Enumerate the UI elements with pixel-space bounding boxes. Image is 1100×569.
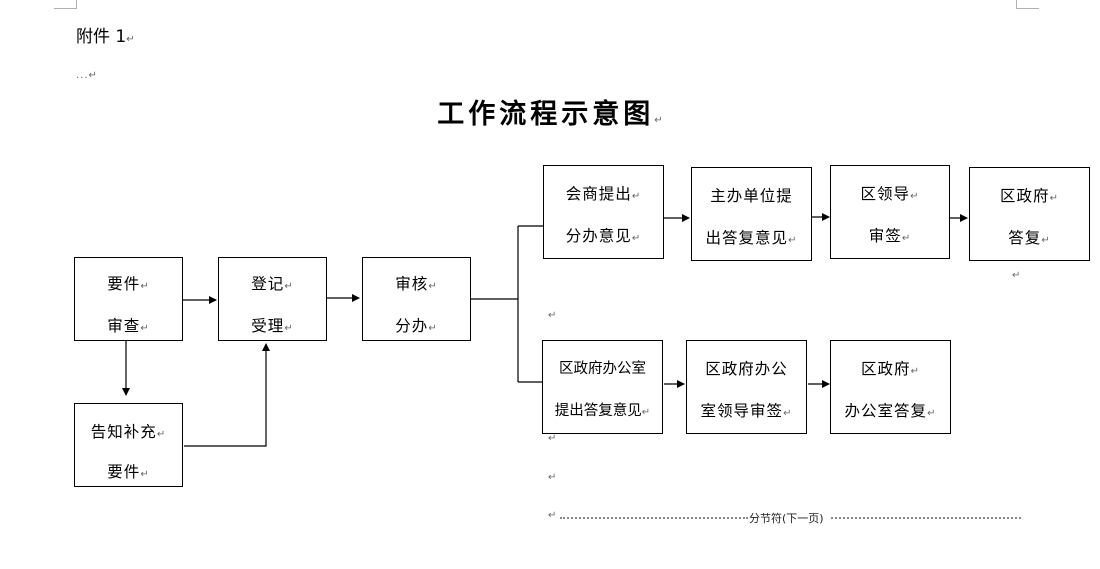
box-register-accept: 登记↵ 受理↵ xyxy=(218,257,327,341)
box-district-gov-reply: 区政府↵ 答复↵ xyxy=(969,167,1090,261)
box-consult-opinion: 会商提出↵ 分办意见↵ xyxy=(543,165,664,259)
empty-paragraph: ...↵ xyxy=(76,70,98,81)
paragraph-mark-icon: ↵ xyxy=(548,433,557,444)
arrow-notify-to-register xyxy=(184,343,270,447)
paragraph-mark-icon: ↵ xyxy=(548,472,557,483)
section-break-marker: ↵ 分节符(下一页) xyxy=(548,510,1028,526)
paragraph-mark-icon: ↵ xyxy=(548,310,557,321)
paragraph-mark-icon: ↵ xyxy=(1012,270,1021,281)
page-title: 工作流程示意图↵ xyxy=(437,99,663,130)
box-audit-assign: 审核↵ 分办↵ xyxy=(362,257,471,341)
box-notify-supplement: 告知补充↵ 要件↵ xyxy=(74,403,183,487)
box-district-leader-sign: 区领导↵ 审签↵ xyxy=(830,165,950,259)
box-office-propose: 区政府办公室 提出答复意见↵ xyxy=(542,340,663,434)
page-corner-mark-right xyxy=(1016,0,1039,9)
paragraph-mark-icon: ↵ xyxy=(126,34,135,45)
section-break-label: 分节符(下一页) xyxy=(748,510,825,526)
box-office-reply: 区政府↵ 办公室答复↵ xyxy=(830,340,951,434)
box-document-review: 要件↵ 审查↵ xyxy=(74,257,183,341)
box-office-leader-sign: 区政府办公 室领导审签↵ xyxy=(686,340,807,434)
box-host-unit-reply: 主办单位提 出答复意见↵ xyxy=(691,167,812,261)
page-corner-mark-left xyxy=(54,0,77,9)
attachment-label: 附件 1↵ xyxy=(76,27,135,47)
paragraph-mark-icon: ↵ xyxy=(548,510,557,521)
